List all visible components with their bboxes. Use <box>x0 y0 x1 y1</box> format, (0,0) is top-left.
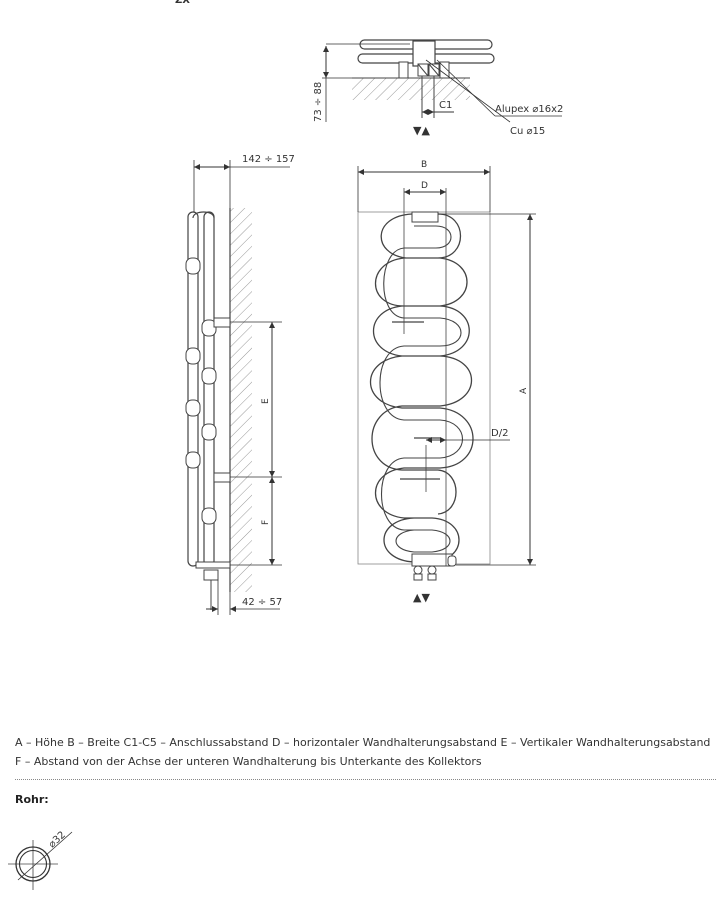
legend-line-2: F – Abstand von der Achse der unteren Wa… <box>15 755 482 768</box>
wall-distance-label: 42 ÷ 57 <box>242 597 282 608</box>
divider <box>15 779 716 780</box>
cu-label: Cu ⌀15 <box>510 126 545 137</box>
tube-cross-section: ⌀32 <box>8 830 73 890</box>
serpentine-tube-outer <box>369 213 474 563</box>
top-flow-arrows: ▼▲ <box>413 124 430 137</box>
front-flow-arrows: ▲▼ <box>413 591 430 604</box>
legend: A – Höhe B – Breite C1-C5 – Anschlussabs… <box>15 733 721 771</box>
legend-line-1: A – Höhe B – Breite C1-C5 – Anschlussabs… <box>15 736 711 749</box>
depth-label: 142 ÷ 157 <box>242 154 295 165</box>
d-label: D <box>421 181 428 191</box>
f-label: F <box>261 520 271 525</box>
side-view: 142 ÷ 157 42 ÷ 57 E F <box>185 154 295 615</box>
front-view: B D A D/2 ▲▼ <box>357 160 536 604</box>
c1-label: C1 <box>439 100 452 111</box>
tube-diameter-label: ⌀32 <box>47 830 68 851</box>
offset-label: 73 ÷ 88 <box>313 82 324 122</box>
a-label: A <box>519 387 529 394</box>
top-view: C1 Alupex ⌀16x2 Cu ⌀15 73 ÷ 88 ▼▲ <box>313 39 563 137</box>
b-label: B <box>421 160 427 170</box>
d-half-label: D/2 <box>491 428 508 439</box>
tube-heading: Rohr: <box>15 793 49 806</box>
e-label: E <box>261 398 271 404</box>
alupex-label: Alupex ⌀16x2 <box>495 104 563 115</box>
header-partial-label: ZX <box>175 0 190 6</box>
